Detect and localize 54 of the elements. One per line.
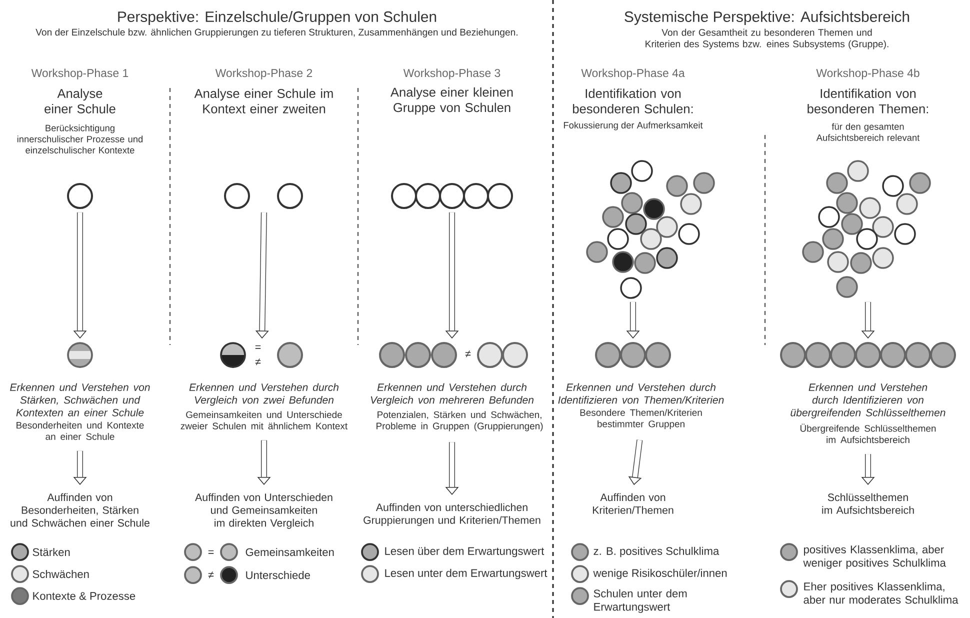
circles-drawing bbox=[780, 342, 956, 368]
symbol: ≠ bbox=[465, 350, 471, 358]
result-text: Auffinden von Kriterien/Themen bbox=[592, 493, 674, 514]
caption-text: Erkennen und Verstehen durch Vergleich von mehreren Befunden Potenzialen, Stärken und Schwächen, Probleme in Gruppen (Gruppierungen) bbox=[370, 383, 543, 432]
result-text: Auffinden von Besonderheiten, Stärken und Schwächen einer Schule bbox=[10, 493, 150, 527]
note: Berücksichtigung innerschulischer Prozesse und einzelschulischer Kontexte bbox=[17, 124, 143, 154]
phase-title: Identifikation von besonderen Schulen: bbox=[572, 88, 693, 114]
phase-title: Analyse einer Schule im Kontext einer zweiten bbox=[194, 88, 333, 114]
circles-drawing bbox=[220, 342, 303, 368]
symbol: = bbox=[255, 345, 261, 349]
legend-text: Gemeinsamkeiten bbox=[246, 548, 334, 556]
heading: Perspektive: Einzelschule/Gruppen von Schulen bbox=[118, 11, 436, 25]
circles-drawing bbox=[391, 183, 513, 209]
symbol: ≠ bbox=[208, 572, 214, 578]
note: für den gesamten Aufsichtsbereich relevant bbox=[816, 123, 920, 141]
symbol: ≠ bbox=[255, 358, 261, 366]
caption-text: Erkennen und Verstehen durch Identifizieren von übergreifenden Schlüsselthemen Übergreifende Schlüsselthemen im Aufsichtsbereich bbox=[790, 383, 946, 444]
phase-title: Analyse einer Schule bbox=[44, 88, 116, 114]
caption-text: Erkennen und Verstehen durch Vergleich von zwei Befunden Gemeinsamkeiten und Unterschiede zweier Schulen mit ähnlichem Kontext bbox=[180, 383, 348, 430]
subtitle: Von der Gesamtheit zu besonderen Themen und Kriterien des Systems bzw. eines Subsystems (Gruppe). bbox=[646, 28, 888, 50]
phase-title: Analyse einer kleinen Gruppe von Schulen bbox=[390, 87, 513, 115]
legend-text: z. B. positives Schulklima bbox=[594, 546, 720, 558]
result-text: Schlüsselthemen im Aufsichtsbereich bbox=[822, 493, 914, 514]
legend-text: Unterschiede bbox=[246, 570, 310, 580]
legend-text: Lesen über dem Erwartungswert bbox=[385, 546, 544, 558]
note: Fokussierung der Aufmerksamkeit bbox=[564, 122, 703, 130]
result-text: Auffinden von unterschiedlichen Gruppierungen und Kriterien/Themen bbox=[364, 503, 540, 526]
legend-text: Eher positives Klassenklima, aber nur moderates Schulklima bbox=[804, 582, 958, 604]
caption-text: Erkennen und Verstehen durch Identifizieren von Themen/Kriterien Besondere Themen/Kriterien bestimmter Gruppen bbox=[558, 383, 724, 430]
legend-text: positives Klassenklima, aber weniger positives Schulklima bbox=[803, 545, 946, 569]
circles-drawing bbox=[67, 342, 93, 368]
circles-drawing bbox=[224, 183, 303, 209]
phase-label: Workshop-Phase 1 bbox=[31, 68, 128, 80]
legend-text: Stärken bbox=[32, 548, 70, 556]
circles-drawing bbox=[379, 342, 528, 368]
circles-drawing bbox=[595, 342, 671, 368]
circles-drawing bbox=[586, 160, 715, 299]
phase-label: Workshop-Phase 3 bbox=[403, 68, 500, 80]
phase-label: Workshop-Phase 2 bbox=[215, 68, 312, 80]
legend-text: wenige Risikoschüler/innen bbox=[593, 568, 727, 580]
circles-drawing bbox=[802, 160, 931, 298]
subtitle: Von der Einzelschule bzw. ähnlichen Gruppierungen zu tieferen Strukturen, Zusammenhängen und Beziehungen. bbox=[36, 28, 518, 38]
symbol: = bbox=[208, 550, 214, 554]
phase-label: Workshop-Phase 4a bbox=[581, 68, 685, 80]
phase-title: Identifikation von besonderen Themen: bbox=[808, 88, 928, 114]
heading: Systemische Perspektive: Aufsichtsbereich bbox=[624, 11, 910, 25]
legend-text: Lesen unter dem Erwartungswert bbox=[385, 568, 548, 580]
phase-label: Workshop-Phase 4b bbox=[816, 68, 920, 80]
legend-text: Kontexte & Prozesse bbox=[33, 592, 136, 600]
legend-text: Schwächen bbox=[32, 570, 89, 578]
circles-drawing bbox=[67, 183, 93, 209]
result-text: Auffinden von Unterschieden und Gemeinsamkeiten im direkten Vergleich bbox=[195, 493, 332, 529]
caption-text: Erkennen und Verstehen von Stärken, Schwächen und Kontexten an einer Schule Besonderheiten und Kontexte an einer Schule bbox=[10, 383, 150, 440]
legend-text: Schulen unter dem Erwartungswert bbox=[594, 589, 687, 613]
